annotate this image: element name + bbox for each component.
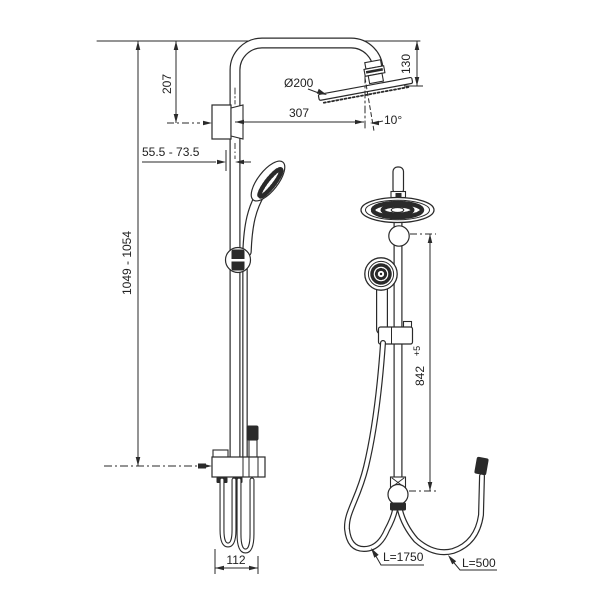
slider-bracket-front	[377, 320, 414, 345]
dim-arm-reach-label: 307	[289, 106, 309, 120]
hose-hand-text: L=1750	[383, 550, 424, 564]
dim-base-width-label: 112	[226, 553, 245, 567]
label-head-diameter: Ø200	[284, 76, 327, 95]
upper-ball-mount	[388, 225, 410, 247]
dim-upper-offset-label: 207	[160, 74, 174, 94]
dim-total-height: 1049 - 1054	[104, 41, 199, 467]
label-hose-supply: L=500	[448, 555, 497, 571]
head-diameter-text: Ø200	[284, 76, 314, 90]
supply-hose	[397, 473, 485, 556]
dim-rail-length: 842 +5	[409, 233, 437, 492]
dim-rail-length-tolerance: +5	[412, 346, 422, 356]
dimensions-side-view: 1049 - 1054 207 307 10° Ø200	[104, 41, 423, 574]
overhead-shower-head-front	[360, 196, 435, 224]
wall-supply-stub	[198, 463, 212, 469]
dim-wall-distance: 55.5 - 73.5	[142, 143, 251, 171]
dim-rail-length-label: 842	[413, 366, 427, 386]
dim-upper-offset: 207	[160, 41, 212, 126]
figure-side-view	[96, 37, 421, 554]
slider-clamp-side	[224, 246, 252, 274]
supply-connector	[474, 456, 489, 476]
dim-head-height: 130	[399, 41, 423, 87]
figure-front-view	[343, 166, 489, 556]
wall-bracket	[211, 87, 244, 140]
overhead-shower-joint	[363, 59, 386, 85]
head-angle-text: 10°	[384, 113, 402, 127]
head-axis-lines	[364, 75, 375, 132]
dimensions-front-view: 842 +5 L=1750 L=500	[371, 233, 497, 571]
hose-supply-text: L=500	[462, 556, 496, 570]
label-hose-hand: L=1750	[371, 548, 424, 566]
dim-wall-distance-label: 55.5 - 73.5	[142, 145, 200, 159]
dim-base-width: 112	[214, 549, 259, 574]
dim-total-height-label: 1049 - 1054	[120, 231, 134, 295]
label-head-angle: 10°	[370, 113, 402, 127]
dim-arm-reach: 307	[235, 106, 364, 125]
rail-bottom-ball-joint	[387, 476, 409, 511]
hose-loops	[219, 477, 255, 554]
dim-head-height-label: 130	[399, 54, 413, 74]
shower-column-pipe	[229, 37, 384, 468]
rail-top-stub	[390, 166, 407, 199]
hand-shower-side	[242, 160, 286, 257]
hand-shower-front	[364, 257, 398, 335]
hand-shower-hose-front	[343, 340, 398, 553]
